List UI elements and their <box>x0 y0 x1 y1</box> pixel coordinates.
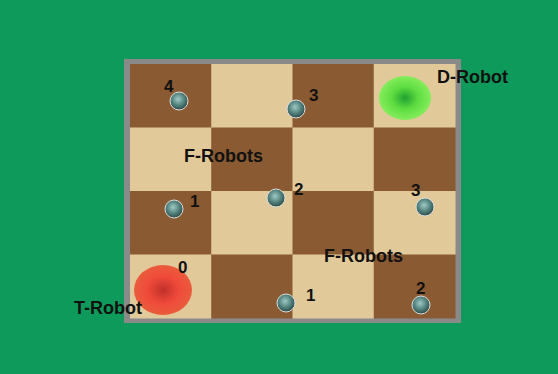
callout-number: 3 <box>411 182 420 199</box>
group-name: F-Robots <box>184 147 263 165</box>
board-square <box>130 191 212 255</box>
board-square <box>130 255 212 319</box>
robot-name: T-Robot <box>74 299 142 317</box>
callout-number: 1 <box>190 193 199 210</box>
board-square <box>293 128 375 192</box>
callout-number: 2 <box>416 280 425 297</box>
board-square <box>293 64 375 128</box>
checker-squares <box>130 64 456 319</box>
callout-number: 1 <box>306 287 315 304</box>
board-square <box>211 64 293 128</box>
group-name: F-Robots <box>324 247 403 265</box>
f-robots <box>165 92 434 314</box>
d-robot <box>379 76 431 120</box>
board-square <box>374 191 456 255</box>
robot-name: D-Robot <box>437 68 508 86</box>
board-square <box>130 64 212 128</box>
callout-number: 3 <box>309 87 318 104</box>
board-square <box>293 191 375 255</box>
callout-number: 2 <box>294 181 303 198</box>
board-frame <box>124 59 461 323</box>
callout-number: 0 <box>178 259 187 276</box>
callout-number: 4 <box>164 78 173 95</box>
